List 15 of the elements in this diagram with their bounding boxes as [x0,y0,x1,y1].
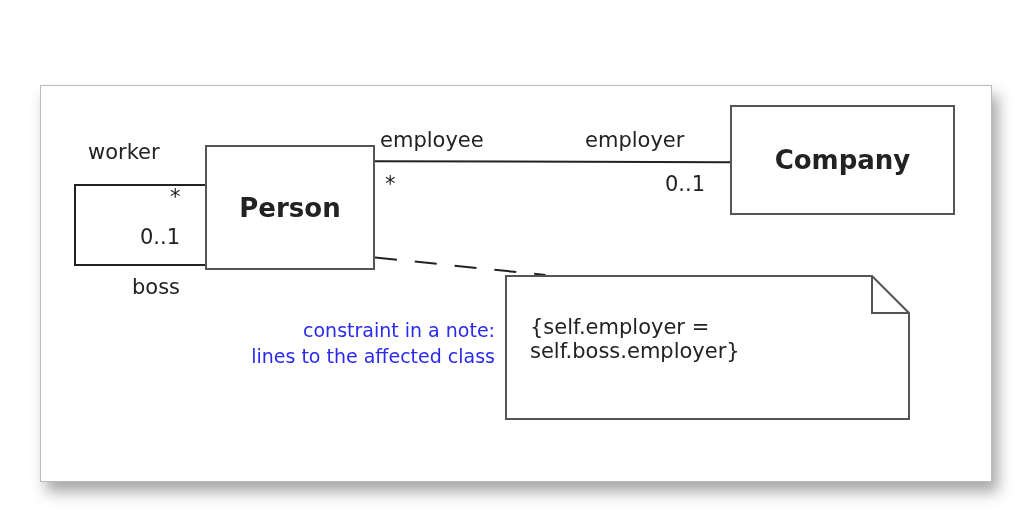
role-name: employee [380,128,484,152]
multiplicity: 0..1 [665,172,706,196]
note-anchor-line [374,256,547,276]
role-name: boss [132,275,181,299]
multiplicity: * [385,172,396,196]
multiplicity: 0..1 [140,225,181,249]
association-line [74,184,206,266]
role-name: employer [585,128,685,152]
note-box: {self.employer = self.boss.employer} [505,275,910,420]
class-box: Company [730,105,955,215]
association-line [374,160,731,164]
annotation-text: constraint in a note: lines to the affected class [250,318,495,369]
multiplicity: * [170,185,181,209]
role-name: worker [88,140,160,164]
class-box: Person [205,145,375,270]
